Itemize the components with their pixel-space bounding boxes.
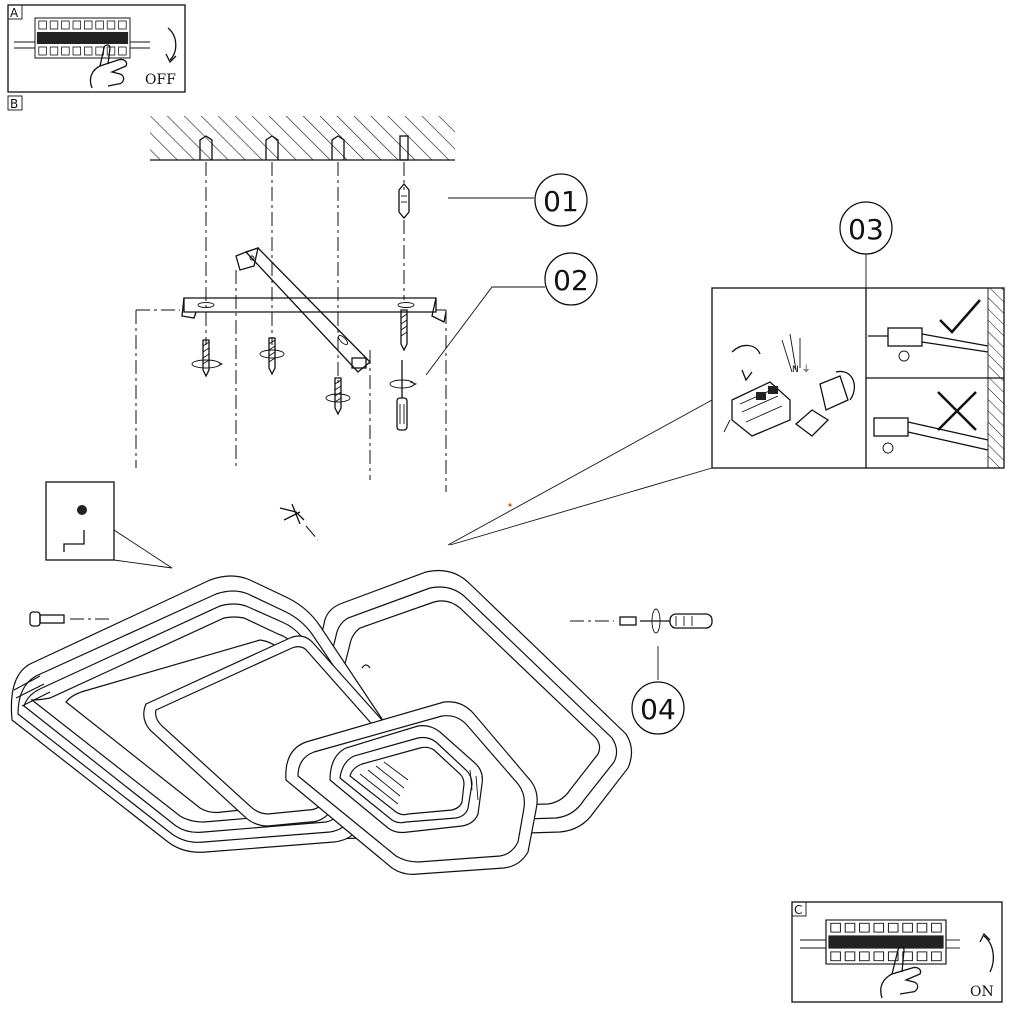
callout-02: 02 (425, 252, 598, 376)
terminal-marks: N ⏚ (792, 364, 811, 375)
callout-01-label: 01 (543, 185, 579, 218)
panel-c: C ON (791, 901, 1003, 1003)
cross-icon (937, 391, 977, 431)
side-screw-left (29, 611, 110, 627)
check-icon (939, 299, 981, 334)
detail-zoom-box (45, 481, 173, 569)
ceiling-lamp (10, 569, 633, 875)
panel-c-letter: C (794, 903, 802, 917)
side-fixing-right (570, 608, 713, 680)
panel-a-letter: A (10, 6, 19, 20)
correct-connection (868, 299, 989, 362)
panel-b-letter-box (7, 95, 23, 111)
ceiling (150, 116, 455, 161)
hand-icon (880, 966, 922, 999)
panel-a-letter-box (7, 4, 23, 20)
wiring-detail-box: N ⏚ (447, 287, 1005, 546)
callout-04: 04 (631, 681, 685, 735)
marker-dot (508, 503, 512, 507)
screw-icon (191, 309, 408, 416)
screwdriver-icon (389, 360, 418, 431)
panel-c-state: ON (970, 984, 994, 1000)
panel-a: A OFF (7, 4, 186, 93)
callout-03-label: 03 (848, 213, 884, 246)
breaker-switch-icon (34, 17, 131, 59)
rotate-arrow-icon (983, 935, 995, 973)
rotate-arrow-icon (167, 27, 177, 61)
callout-01: 01 (448, 173, 588, 227)
guide-lines (135, 162, 447, 492)
breaker-switch-icon (825, 919, 947, 965)
callout-02-label: 02 (553, 264, 589, 297)
mounting-bracket (181, 247, 447, 373)
panel-c-letter-box (791, 901, 807, 917)
panel-a-state: OFF (145, 72, 176, 88)
incorrect-connection (873, 391, 989, 454)
wire-connector-icon (723, 333, 855, 437)
screwdriver-handle (669, 613, 713, 629)
pliers-icon (279, 503, 319, 541)
callout-04-label: 04 (640, 693, 676, 726)
wall-plug-icon (199, 135, 409, 161)
callout-03: 03 (839, 201, 893, 288)
wall-anchor (398, 182, 410, 220)
panel-b-letter: B (10, 97, 18, 111)
hand-icon (89, 58, 128, 89)
